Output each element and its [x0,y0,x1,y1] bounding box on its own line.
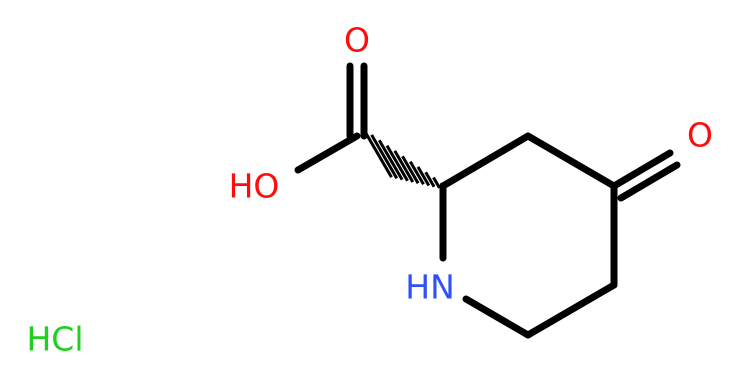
hydrochloride-label: HCl [26,320,83,359]
hydroxyl-label: HO [229,167,280,206]
carbonyl-oxygen-label: O [687,116,713,155]
stereo-hashed-wedge [362,128,447,190]
amine-label: HN [405,268,455,307]
bond-c4-o-ketone-b [617,161,681,202]
bond-c3-c4 [524,132,618,190]
bond-c4-o-ketone-a [610,149,674,190]
bonds [294,62,681,339]
bond-c-oh [294,132,361,174]
acid-oxygen-label: O [344,21,370,60]
bond-c5-c6 [524,281,618,339]
bond-c6-n [462,295,532,339]
bond-c2-c3 [439,132,532,190]
